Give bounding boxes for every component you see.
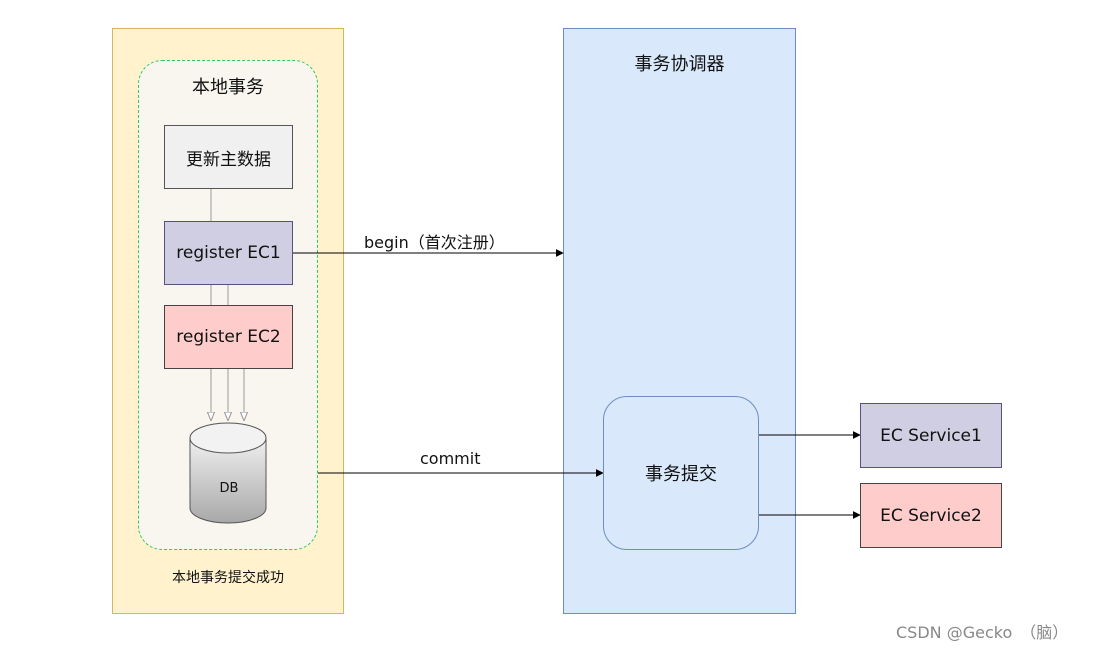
transaction-commit-box: 事务提交 [603, 396, 759, 550]
commit-edge-label: commit [420, 449, 481, 468]
watermark: CSDN @Gecko （脑） [896, 623, 1069, 642]
update-main-data-box: 更新主数据 [164, 125, 293, 189]
coordinator-title: 事务协调器 [634, 54, 725, 75]
begin-edge-label: begin（首次注册） [364, 233, 505, 252]
ec-service1-box: EC Service1 [860, 403, 1002, 468]
register-ec1-box: register EC1 [164, 221, 293, 285]
db-cylinder [189, 422, 267, 524]
local-transaction-title: 本地事务 [192, 77, 264, 98]
db-label: DB [219, 481, 239, 496]
local-transaction-footer: 本地事务提交成功 [172, 570, 284, 586]
ec-service2-box: EC Service2 [860, 483, 1002, 548]
register-ec2-box: register EC2 [164, 305, 293, 369]
